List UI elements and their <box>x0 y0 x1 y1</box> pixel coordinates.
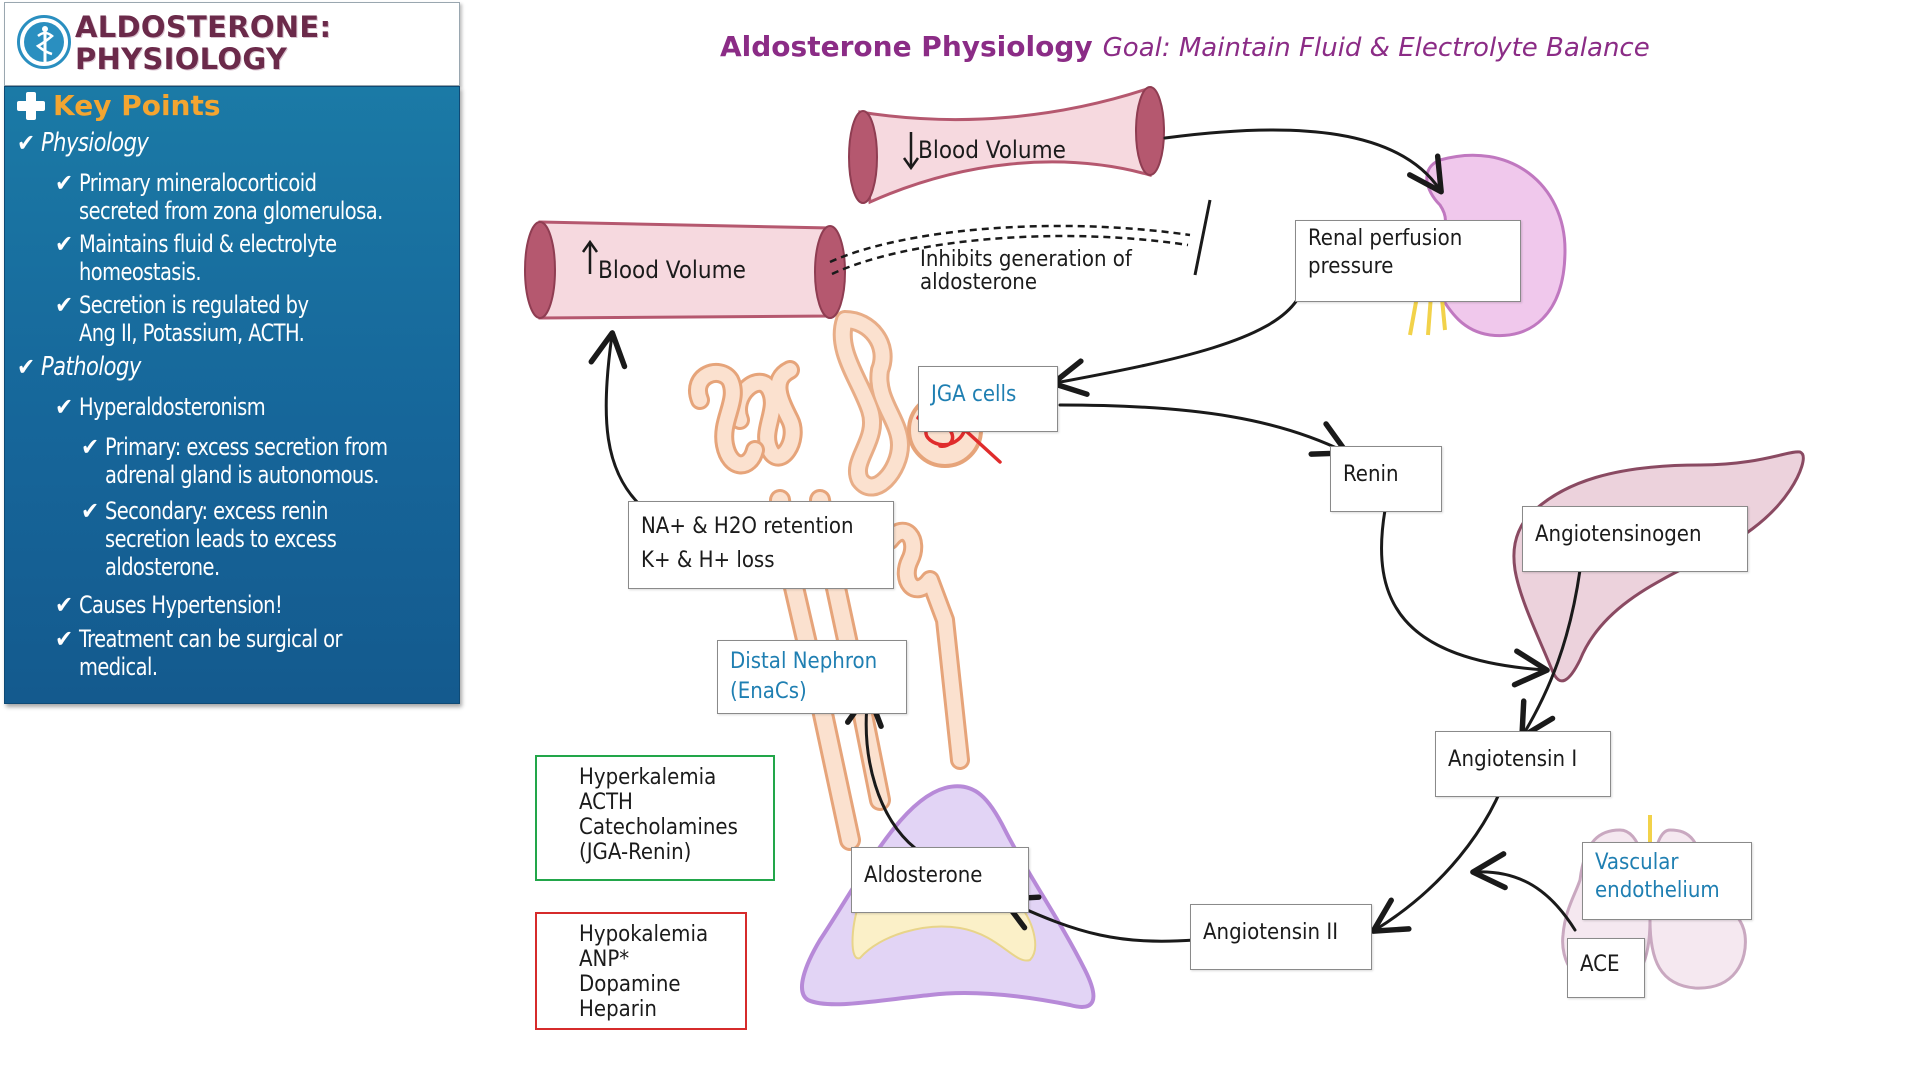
physiology-item-2: ✔ Maintains fluid & electrolyte homeosta… <box>55 230 365 286</box>
line: medical. <box>79 653 158 681</box>
physiology-item-text: Secretion is regulated by Ang II, Potass… <box>79 291 309 347</box>
distal-line-1: Distal Nephron <box>730 649 878 674</box>
flow-arrows <box>588 128 1582 943</box>
check-icon: ✔ <box>81 497 100 525</box>
renal-perfusion-line-1: Renal perfusion <box>1308 226 1463 251</box>
angiotensinogen-box: Angiotensinogen <box>1522 506 1748 572</box>
treatment-item: ✔ Treatment can be surgical or medical. <box>55 625 371 681</box>
check-icon: ✔ <box>17 129 36 157</box>
key-points-panel: Key Points ✔ Physiology ✔ Primary minera… <box>4 86 460 704</box>
stimulator-item: ACTH <box>579 790 633 815</box>
hyperaldosteronism-text: Hyperaldosteronism <box>79 393 266 421</box>
increased-blood-volume-label: Blood Volume <box>598 256 746 284</box>
page-title: ALDOSTERONE: PHYSIOLOGY <box>75 11 455 75</box>
check-icon: ✔ <box>55 230 74 258</box>
inhibition-bar <box>1193 199 1212 276</box>
line: Ang II, Potassium, ACTH. <box>79 319 305 347</box>
stimulator-item: Hyperkalemia <box>579 765 717 790</box>
down-arrow-icon <box>902 132 920 171</box>
ace-box: ACE <box>1567 938 1645 998</box>
primary-text: Primary: excess secretion from adrenal g… <box>105 433 388 489</box>
line: Treatment can be surgical or <box>79 625 343 653</box>
inhibitors-legend: Hypokalemia ANP* Dopamine Heparin <box>535 912 747 1030</box>
diagram-title-main: Aldosterone Physiology <box>720 30 1093 63</box>
physiology-item-1: ✔ Primary mineralocorticoid secreted fro… <box>55 169 417 225</box>
title-line-1: ALDOSTERONE: <box>75 10 332 44</box>
inhibits-line-1: Inhibits generation of <box>920 247 1132 272</box>
stimulators-list: Hyperkalemia ACTH Catecholamines (JGA-Re… <box>579 765 738 865</box>
increased-blood-vessel <box>524 220 846 320</box>
line: secretion leads to excess <box>105 525 337 553</box>
physiology-item-3: ✔ Secretion is regulated by Ang II, Pota… <box>55 291 334 347</box>
check-icon: ✔ <box>55 169 74 197</box>
inhibitor-item: ANP* <box>579 947 630 972</box>
line: secreted from zona glomerulosa. <box>79 197 383 225</box>
line: Secretion is regulated by <box>79 291 309 319</box>
renal-perfusion-line-2: pressure <box>1308 254 1394 279</box>
primary-item: ✔ Primary: excess secretion from adrenal… <box>81 433 419 489</box>
secondary-item: ✔ Secondary: excess renin secretion lead… <box>81 497 362 581</box>
line: Primary: excess secretion from <box>105 433 388 461</box>
aldosterone-box: Aldosterone <box>851 847 1029 913</box>
stimulator-item: Catecholamines <box>579 815 738 840</box>
inhibitors-list: Hypokalemia ANP* Dopamine Heparin <box>579 922 708 1022</box>
inhibits-label: Inhibits generation of aldosterone <box>920 248 1132 294</box>
vascular-endothelium-box: Vascular endothelium <box>1582 842 1752 920</box>
renal-perfusion-box: Renal perfusion pressure <box>1295 220 1521 302</box>
line: Primary mineralocorticoid <box>79 169 317 197</box>
title-line-2: PHYSIOLOGY <box>75 42 288 76</box>
check-icon: ✔ <box>55 625 74 653</box>
diagram-goal: Goal: Maintain Fluid & Electrolyte Balan… <box>1102 33 1650 63</box>
renin-box: Renin <box>1330 446 1442 512</box>
decreased-blood-volume-label: Blood Volume <box>918 136 1066 164</box>
key-points-title: Key Points <box>53 89 221 122</box>
angiotensin-2-box: Angiotensin II <box>1190 904 1372 970</box>
distal-line-2: (EnaCs) <box>730 679 807 704</box>
distal-nephron-box: Distal Nephron (EnaCs) <box>717 640 907 714</box>
line: Maintains fluid & electrolyte <box>79 230 337 258</box>
vascular-line-2: endothelium <box>1595 878 1720 903</box>
decreased-blood-vessel <box>848 85 1165 205</box>
pathology-heading: Pathology <box>41 352 141 382</box>
vascular-line-1: Vascular <box>1595 850 1679 875</box>
secondary-text: Secondary: excess renin secretion leads … <box>105 497 337 581</box>
line: aldosterone. <box>105 553 220 581</box>
retention-box: NA+ & H2O retention K+ & H+ loss <box>628 501 894 589</box>
causes-hypertension-text: Causes Hypertension! <box>79 591 283 619</box>
retention-line-2: K+ & H+ loss <box>641 548 775 573</box>
physiology-item-text: Primary mineralocorticoid secreted from … <box>79 169 383 225</box>
inhibits-line-2: aldosterone <box>920 270 1038 295</box>
header-card: ALDOSTERONE: PHYSIOLOGY <box>4 2 460 86</box>
jga-cells-box: JGA cells <box>918 366 1058 432</box>
up-arrow-icon <box>581 239 599 274</box>
physiology-heading: Physiology <box>41 128 149 158</box>
plus-icon <box>17 91 45 120</box>
line: Secondary: excess renin <box>105 497 329 525</box>
physiology-item-text: Maintains fluid & electrolyte homeostasi… <box>79 230 337 286</box>
check-icon: ✔ <box>55 393 74 421</box>
check-icon: ✔ <box>81 433 100 461</box>
key-points-heading: Key Points <box>17 89 221 122</box>
hyperaldosteronism-item: ✔ Hyperaldosteronism <box>55 393 286 421</box>
line: adrenal gland is autonomous. <box>105 461 380 489</box>
inhibition-dashed-lines <box>829 224 1191 276</box>
inhibitor-item: Dopamine <box>579 972 681 997</box>
treatment-text: Treatment can be surgical or medical. <box>79 625 342 681</box>
causes-hypertension-item: ✔ Causes Hypertension! <box>55 591 305 619</box>
inhibitor-item: Hypokalemia <box>579 922 709 947</box>
stimulators-legend: Hyperkalemia ACTH Catecholamines (JGA-Re… <box>535 755 775 881</box>
diagram-title: Aldosterone Physiology Goal: Maintain Flu… <box>720 30 1650 63</box>
physiology-heading-row: ✔ Physiology <box>17 129 160 157</box>
line: homeostasis. <box>79 258 202 286</box>
check-icon: ✔ <box>55 291 74 319</box>
check-icon: ✔ <box>55 591 74 619</box>
angiotensin-1-box: Angiotensin I <box>1435 731 1611 797</box>
retention-line-1: NA+ & H2O retention <box>641 514 854 539</box>
caduceus-logo-icon <box>17 15 71 69</box>
check-icon: ✔ <box>17 353 36 381</box>
stimulator-item: (JGA-Renin) <box>579 840 692 865</box>
inhibitor-item: Heparin <box>579 997 657 1022</box>
pathology-heading-row: ✔ Pathology <box>17 353 152 381</box>
